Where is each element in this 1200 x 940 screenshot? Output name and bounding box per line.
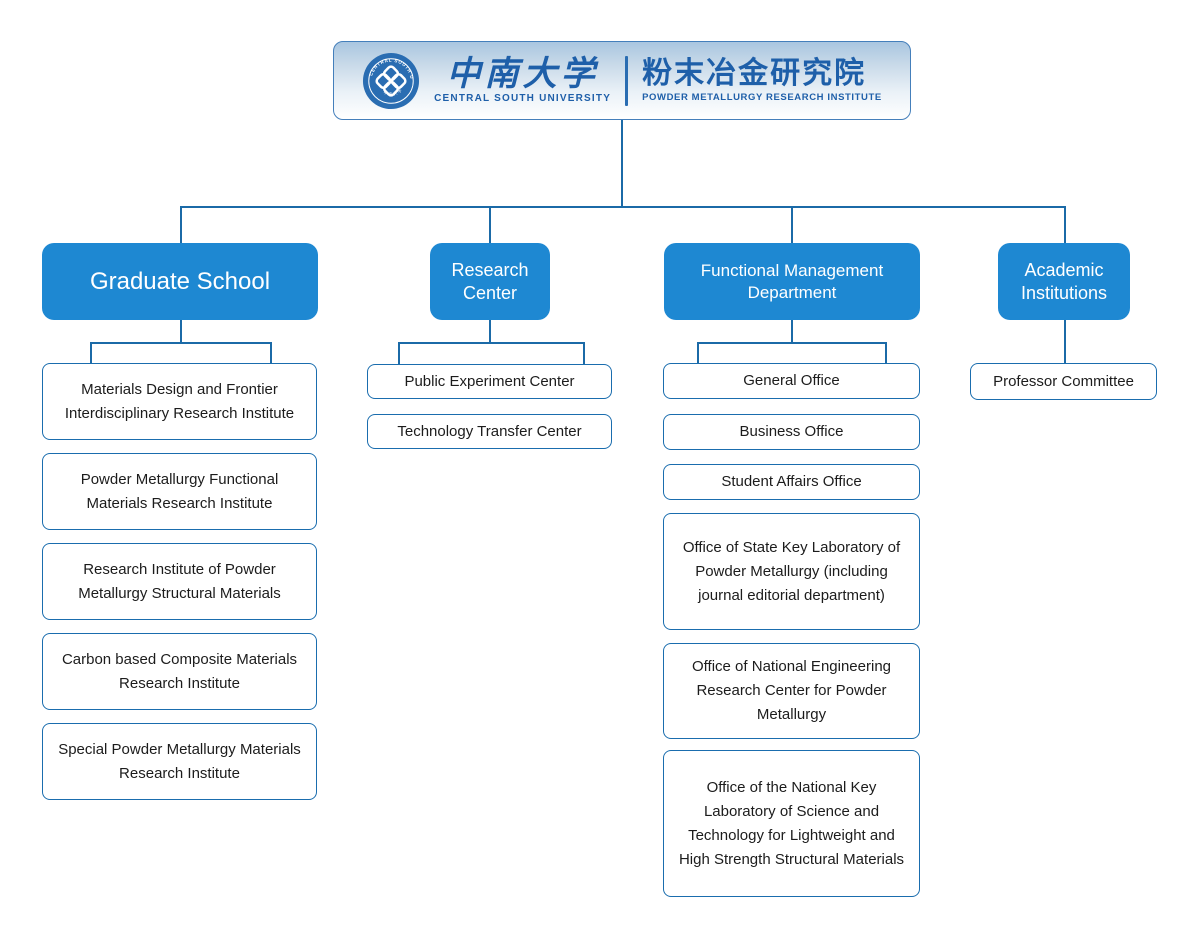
branch-functional-management: Functional Management Department — [664, 243, 920, 320]
node-national-key-lab-office: Office of the National Key Laboratory of… — [663, 750, 920, 897]
bracket-gs-bar — [90, 342, 272, 344]
node-professor-committee: Professor Committee — [970, 363, 1157, 400]
bracket-rc-leg-r — [583, 342, 585, 364]
node-pm-structural-materials: Research Institute of Powder Metallurgy … — [42, 543, 317, 620]
header-divider — [625, 55, 629, 106]
node-business-office: Business Office — [663, 414, 920, 450]
bracket-fmd-stem — [791, 320, 793, 344]
university-seal-icon: CENTRAL SOUTH UNIVERSITY 中南大学 — [362, 52, 420, 109]
institute-name-block: 粉末冶金研究院 POWDER METALLURGY RESEARCH INSTI… — [642, 56, 882, 103]
connector-drop-graduate-school — [180, 206, 182, 243]
node-technology-transfer-center: Technology Transfer Center — [367, 414, 612, 449]
bracket-gs-stem — [180, 320, 182, 344]
connector-drop-functional-management — [791, 206, 793, 243]
university-name-cn: 中南大学 — [446, 54, 599, 94]
connector-drop-research-center — [489, 206, 491, 243]
bracket-rc-bar — [398, 342, 585, 344]
node-state-key-lab-office: Office of State Key Laboratory of Powder… — [663, 513, 920, 630]
node-general-office: General Office — [663, 363, 920, 399]
node-nerc-pm-office: Office of National Engineering Research … — [663, 643, 920, 739]
branch-graduate-school: Graduate School — [42, 243, 318, 320]
branch-research-center: Research Center — [430, 243, 550, 320]
node-public-experiment-center: Public Experiment Center — [367, 364, 612, 399]
institute-name-cn: 粉末冶金研究院 — [642, 56, 867, 90]
bracket-gs-leg-l — [90, 342, 92, 363]
node-materials-design-frontier: Materials Design and Frontier Interdisci… — [42, 363, 317, 440]
bracket-fmd-leg-r — [885, 342, 887, 363]
node-special-pm-materials: Special Powder Metallurgy Materials Rese… — [42, 723, 317, 800]
bracket-fmd-bar — [697, 342, 887, 344]
bracket-rc-stem — [489, 320, 491, 344]
node-carbon-composite-materials: Carbon based Composite Materials Researc… — [42, 633, 317, 710]
bracket-gs-leg-r — [270, 342, 272, 363]
branch-academic-institutions: Academic Institutions — [998, 243, 1130, 320]
institute-name-en: POWDER METALLURGY RESEARCH INSTITUTE — [642, 91, 882, 103]
bracket-fmd-leg-l — [697, 342, 699, 363]
node-pm-functional-materials: Powder Metallurgy Functional Materials R… — [42, 453, 317, 530]
connector-drop-academic-institutions — [1064, 206, 1066, 243]
institute-header: CENTRAL SOUTH UNIVERSITY 中南大学 中南大学 CENTR… — [333, 41, 911, 120]
university-name-en: CENTRAL SOUTH UNIVERSITY — [434, 93, 612, 104]
connector-trunk-vertical — [621, 120, 623, 207]
seal-knot-glyph — [375, 64, 407, 97]
bracket-rc-leg-l — [398, 342, 400, 364]
bracket-ai-stem — [1064, 320, 1066, 363]
node-student-affairs-office: Student Affairs Office — [663, 464, 920, 500]
university-name-block: 中南大学 CENTRAL SOUTH UNIVERSITY — [434, 57, 611, 104]
connector-trunk-horizontal — [180, 206, 1066, 208]
